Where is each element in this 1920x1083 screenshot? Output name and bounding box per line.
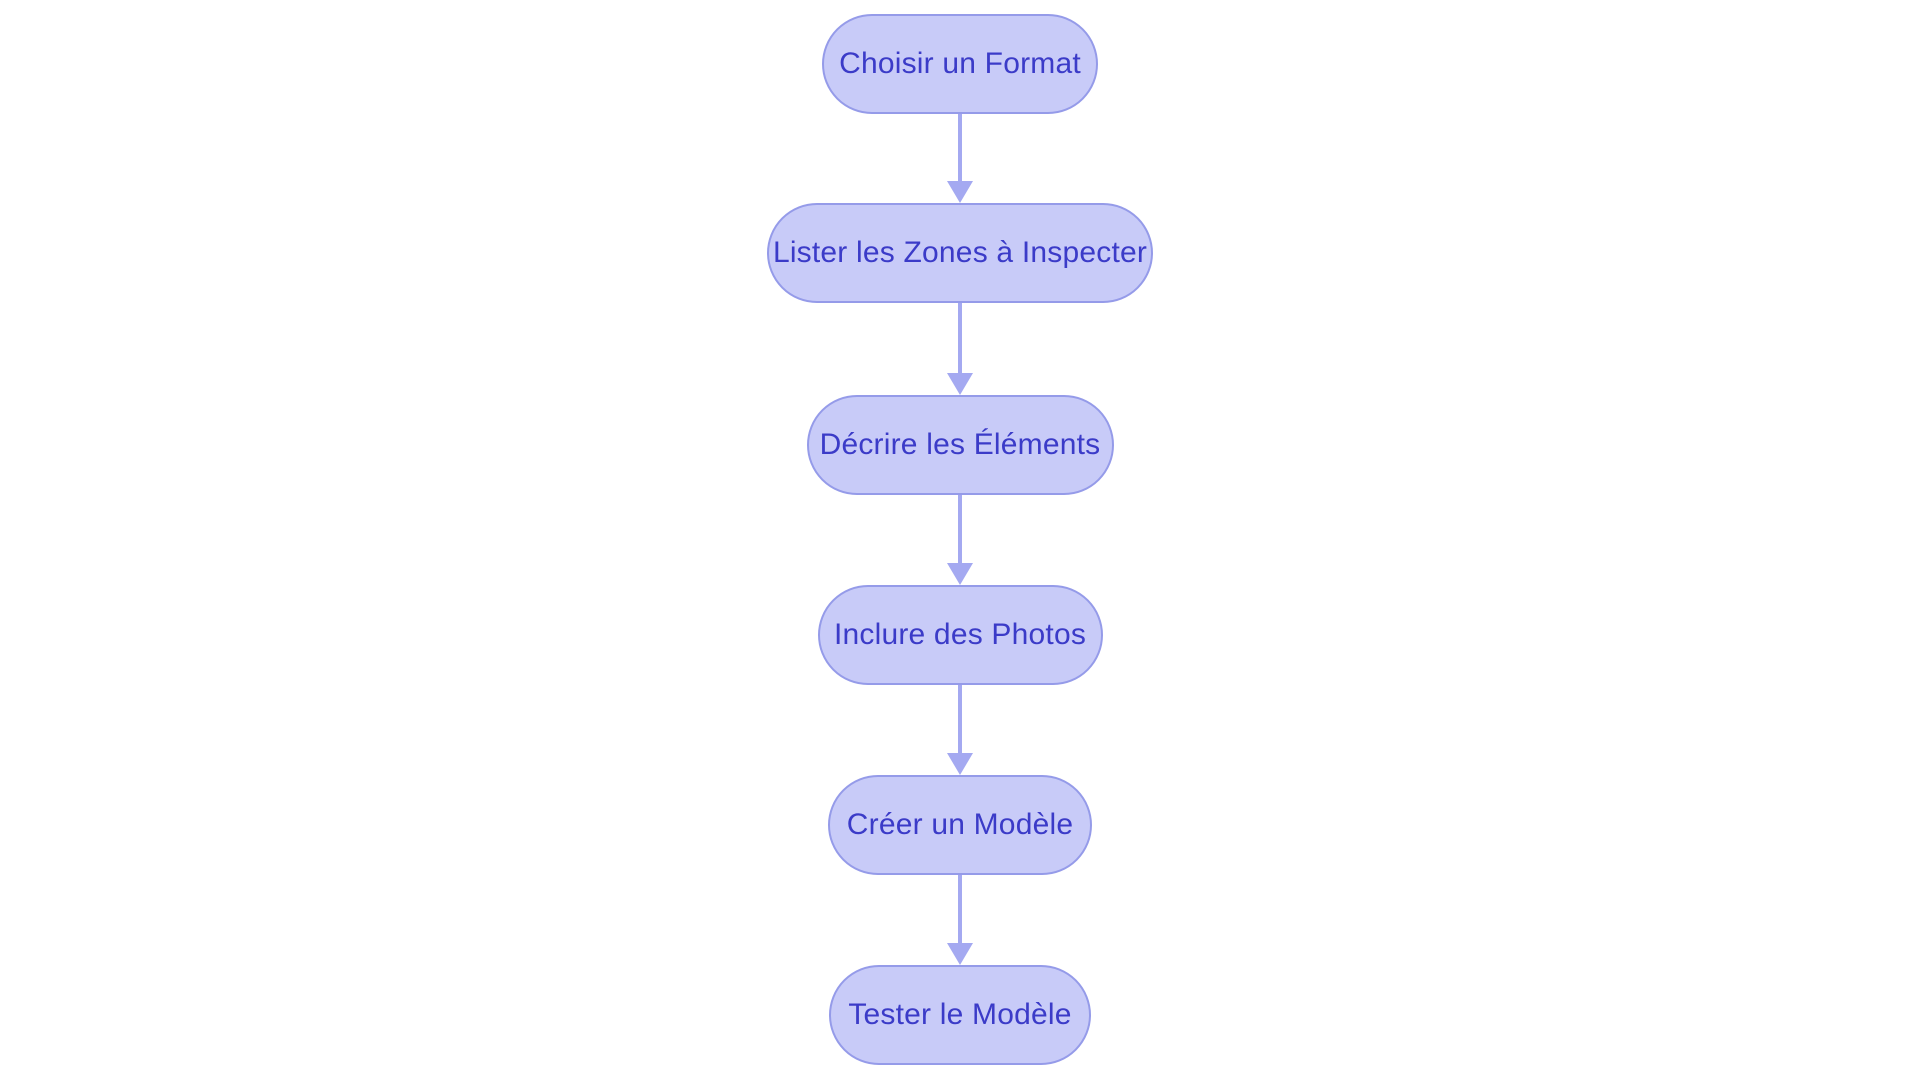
flow-node-n4: Inclure des Photos [817,585,1103,685]
flow-node-label: Lister les Zones à Inspecter [772,236,1148,269]
connector-arrowhead-icon [947,753,973,775]
connector-arrowhead-icon [947,563,973,585]
flow-node-n3: Décrire les Éléments [806,395,1114,495]
connector-line [958,685,962,755]
flow-node-n6: Tester le Modèle [829,965,1091,1065]
connector-arrowhead-icon [947,181,973,203]
flow-node-label: Choisir un Format [839,47,1081,80]
connector-line [958,495,962,565]
connector-line [958,875,962,945]
flow-node-n5: Créer un Modèle [828,775,1092,875]
connector-arrowhead-icon [947,943,973,965]
flow-node-label: Inclure des Photos [833,618,1087,651]
flow-node-label: Décrire les Éléments [819,428,1101,461]
flow-node-n1: Choisir un Format [822,14,1098,114]
connector-line [958,303,962,375]
connector-line [958,114,962,183]
flow-node-label: Créer un Modèle [846,808,1074,841]
connector-arrowhead-icon [947,373,973,395]
flow-node-label: Tester le Modèle [848,998,1072,1031]
flow-node-n2: Lister les Zones à Inspecter [767,203,1153,303]
